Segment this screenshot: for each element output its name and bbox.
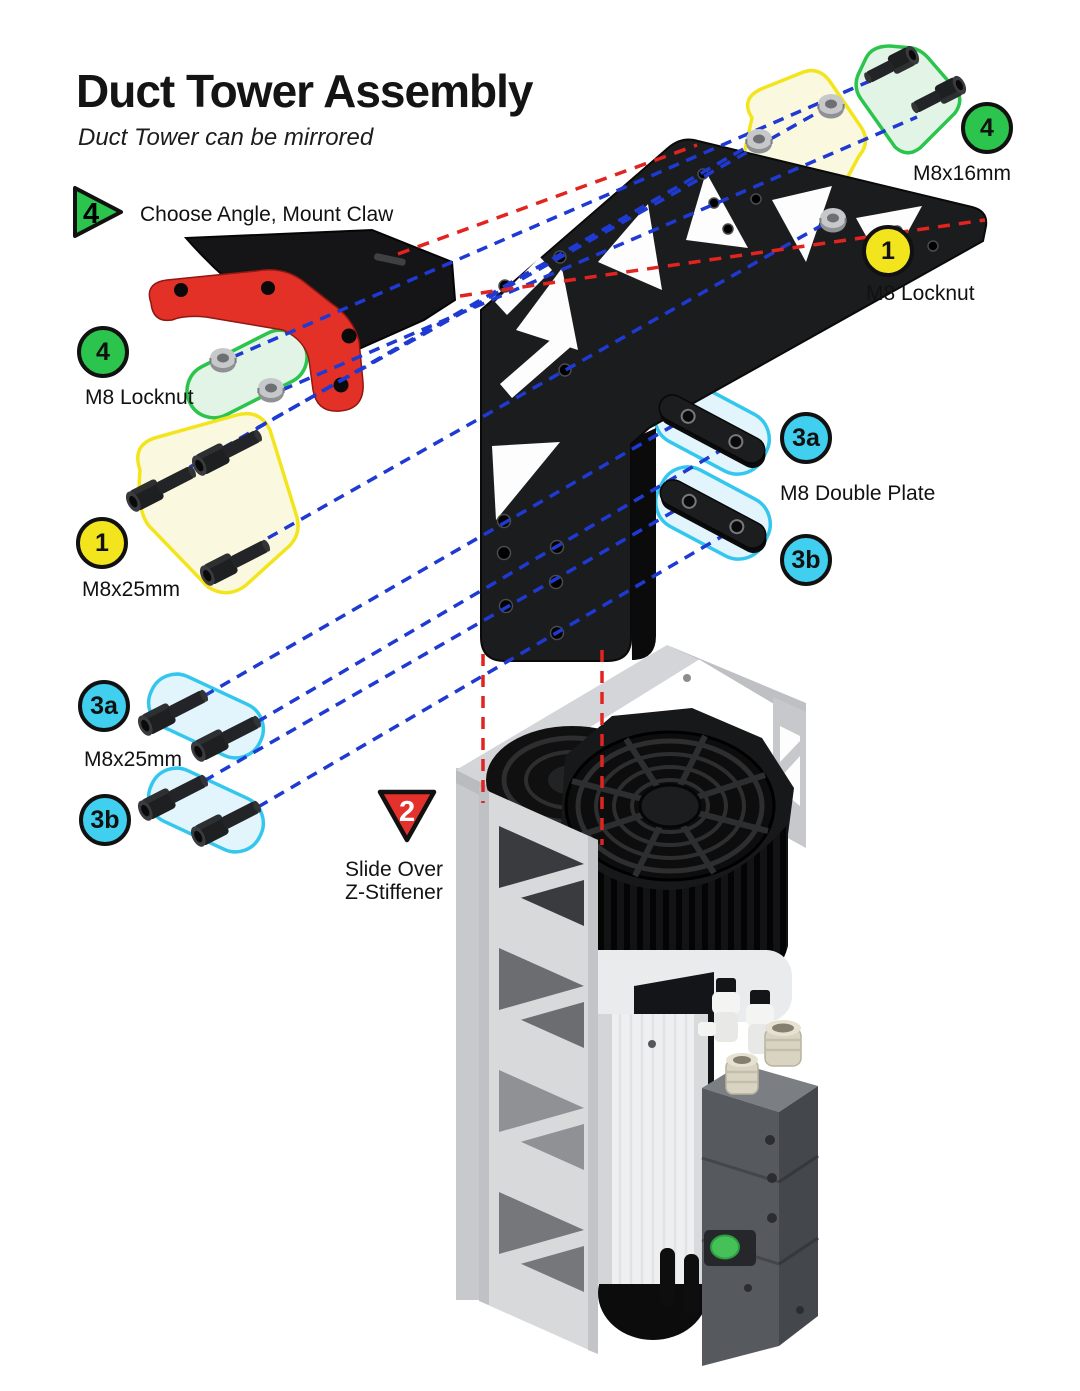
step2-label: Slide Over Z-Stiffener <box>328 858 460 904</box>
badge-screws-b: 3b <box>79 794 131 846</box>
page-subtitle: Duct Tower can be mirrored <box>78 124 374 151</box>
badge-locknut-right: 1 <box>862 225 914 277</box>
step2-triangle-badge: 2 <box>377 789 437 843</box>
screws-label: M8x25mm <box>84 748 183 771</box>
m8x25-left-label: M8x25mm <box>82 578 181 601</box>
valve-block <box>701 1020 819 1366</box>
step4-triangle-badge: 4 <box>73 186 123 238</box>
duct-bracket-part <box>480 138 988 662</box>
badge-locknut-right-number: 1 <box>881 236 895 265</box>
step2-label-line1: Slide Over <box>344 858 444 881</box>
badge-screws-b-number: 3b <box>90 805 120 834</box>
badge-double-plate-a: 3a <box>780 412 832 464</box>
double-plate-label: M8 Double Plate <box>780 482 936 505</box>
mount-claw <box>148 269 364 412</box>
front-pillar <box>479 787 598 1354</box>
badge-screws-a-number: 3a <box>90 691 118 720</box>
locknut-left-label: M8 Locknut <box>85 386 194 409</box>
m8x16-label: M8x16mm <box>913 162 1012 185</box>
badge-double-plate-b: 3b <box>780 534 832 586</box>
badge-locknut-left: 4 <box>77 326 129 378</box>
fan-grille <box>571 734 769 878</box>
step4-label: Choose Angle, Mount Claw <box>140 203 394 226</box>
svg-text:2: 2 <box>399 796 415 828</box>
spindle-fan <box>560 708 794 896</box>
cable-gland-large <box>764 1020 802 1067</box>
badge-m8x16-number: 4 <box>980 113 994 142</box>
step2-label-line2: Z-Stiffener <box>345 881 443 904</box>
badge-m8x25-left-number: 1 <box>95 528 109 557</box>
badge-double-plate-b-number: 3b <box>791 545 821 574</box>
green-indicator <box>710 1234 740 1260</box>
page-title: Duct Tower Assembly <box>76 65 533 117</box>
alignment-lines-blue <box>189 79 918 809</box>
svg-text:4: 4 <box>83 198 99 230</box>
tower-assembly <box>456 645 819 1366</box>
badge-screws-a: 3a <box>78 680 130 732</box>
claw-part <box>148 228 457 412</box>
badge-locknut-left-number: 4 <box>96 337 110 366</box>
cable-gland-small <box>725 1053 759 1095</box>
badge-m8x25-left: 1 <box>76 517 128 569</box>
locknut-right-label: M8 Locknut <box>866 282 975 305</box>
badge-m8x16: 4 <box>961 102 1013 154</box>
badge-double-plate-a-number: 3a <box>792 423 820 452</box>
motor-body <box>598 1014 708 1316</box>
